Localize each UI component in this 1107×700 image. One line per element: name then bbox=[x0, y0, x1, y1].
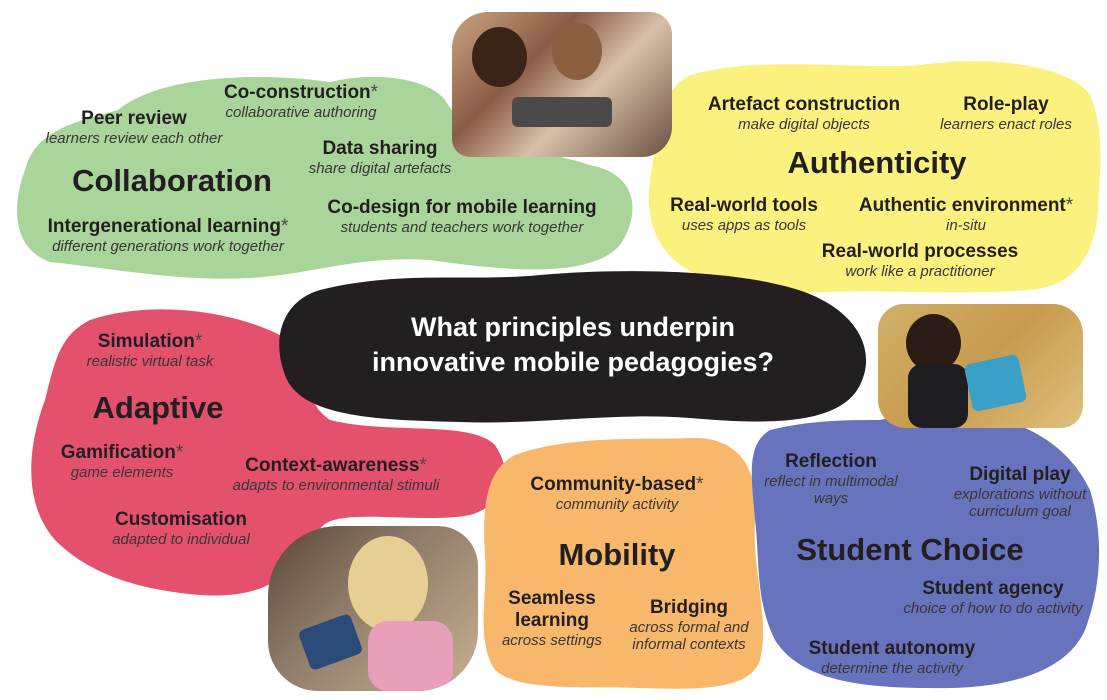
mobility-blob bbox=[483, 437, 764, 689]
data-sharing-item: Data sharing share digital artefacts bbox=[309, 138, 452, 177]
photo-girl-tablet bbox=[268, 526, 478, 691]
reflection-item: Reflection reflect in multimodal ways bbox=[764, 451, 899, 507]
real-world-processes-name: Real-world processes bbox=[821, 241, 1019, 262]
customisation-item: Customisation adapted to individual bbox=[112, 509, 250, 548]
seamless-learning-desc: across settings bbox=[501, 631, 603, 649]
authentic-environment-desc: in-situ bbox=[945, 216, 986, 234]
intergenerational-item: Intergenerational learning* different ge… bbox=[48, 216, 289, 255]
digital-play-name: Digital play bbox=[969, 464, 1071, 485]
intergenerational-desc: different generations work together bbox=[52, 237, 284, 255]
real-world-processes-desc: work like a practitioner bbox=[845, 262, 995, 280]
gamification-asterisk: * bbox=[175, 442, 184, 463]
peer-review-desc: learners review each other bbox=[45, 129, 223, 147]
student-agency-name: Student agency bbox=[922, 578, 1064, 599]
customisation-name: Customisation bbox=[115, 509, 247, 530]
data-sharing-name: Data sharing bbox=[322, 138, 438, 159]
community-based-asterisk: * bbox=[696, 474, 704, 495]
co-design-desc: students and teachers work together bbox=[340, 218, 584, 236]
simulation-item: Simulation* realistic virtual task bbox=[87, 331, 214, 370]
bridging-desc: across formal and informal contexts bbox=[629, 618, 749, 654]
reflection-name: Reflection bbox=[785, 451, 877, 472]
context-awareness-name: Context-awareness bbox=[245, 455, 420, 476]
authentic-environment-asterisk: * bbox=[1065, 195, 1074, 216]
seamless-learning-name: Seamless learning bbox=[508, 588, 596, 631]
digital-play-desc: explorations without curriculum goal bbox=[953, 485, 1087, 521]
center-question-line2: innovative mobile pedagogies? bbox=[371, 347, 775, 378]
student-choice-title: Student Choice bbox=[796, 532, 1024, 567]
gamification-name: Gamification bbox=[60, 442, 176, 463]
student-agency-item: Student agency choice of how to do activ… bbox=[903, 578, 1082, 617]
student-autonomy-item: Student autonomy determine the activity bbox=[809, 638, 976, 677]
co-design-name: Co-design for mobile learning bbox=[327, 197, 597, 218]
intergenerational-name: Intergenerational learning bbox=[47, 216, 281, 237]
customisation-desc: adapted to individual bbox=[112, 530, 250, 548]
real-world-tools-item: Real-world tools uses apps as tools bbox=[670, 195, 818, 234]
authentic-environment-item: Authentic environment* in-situ bbox=[859, 195, 1073, 234]
context-awareness-asterisk: * bbox=[419, 455, 427, 476]
role-play-desc: learners enact roles bbox=[940, 115, 1072, 133]
center-question-line1: What principles underpin bbox=[410, 312, 736, 342]
gamification-item: Gamification* game elements bbox=[61, 442, 183, 481]
community-based-name: Community-based bbox=[530, 474, 697, 495]
role-play-name: Role-play bbox=[963, 94, 1049, 115]
adaptive-title: Adaptive bbox=[92, 390, 224, 425]
co-construction-asterisk: * bbox=[370, 82, 379, 103]
seamless-learning-item: Seamless learning across settings bbox=[495, 588, 610, 649]
reflection-desc: reflect in multimodal ways bbox=[764, 472, 898, 508]
photo-students-group bbox=[452, 12, 672, 157]
student-autonomy-desc: determine the activity bbox=[821, 659, 963, 677]
bridging-name: Bridging bbox=[649, 597, 729, 618]
student-agency-desc: choice of how to do activity bbox=[903, 599, 1083, 617]
photo-child-tablet bbox=[878, 304, 1083, 428]
peer-review-name: Peer review bbox=[81, 108, 187, 129]
real-world-tools-desc: uses apps as tools bbox=[681, 216, 807, 234]
collaboration-title: Collaboration bbox=[72, 163, 272, 198]
artefact-construction-name: Artefact construction bbox=[707, 94, 901, 115]
artefact-construction-item: Artefact construction make digital objec… bbox=[708, 94, 900, 133]
role-play-item: Role-play learners enact roles bbox=[940, 94, 1072, 133]
adaptive-blob bbox=[31, 309, 506, 596]
gamification-desc: game elements bbox=[70, 463, 174, 481]
student-autonomy-name: Student autonomy bbox=[808, 638, 976, 659]
center-question: What principles underpin innovative mobi… bbox=[372, 310, 774, 380]
collaboration-blob bbox=[17, 76, 633, 279]
center-blob bbox=[279, 271, 867, 423]
artefact-construction-desc: make digital objects bbox=[738, 115, 870, 133]
simulation-desc: realistic virtual task bbox=[86, 352, 214, 370]
bridging-item: Bridging across formal and informal cont… bbox=[619, 597, 759, 653]
authentic-environment-name: Authentic environment bbox=[858, 195, 1066, 216]
peer-review-item: Peer review learners review each other bbox=[46, 108, 223, 147]
co-construction-item: Co-construction* collaborative authoring bbox=[224, 82, 378, 121]
community-based-item: Community-based* community activity bbox=[530, 474, 703, 513]
simulation-name: Simulation bbox=[97, 331, 195, 352]
real-world-processes-item: Real-world processes work like a practit… bbox=[822, 241, 1018, 280]
authenticity-blob bbox=[648, 61, 1101, 293]
co-construction-desc: collaborative authoring bbox=[225, 103, 377, 121]
student-choice-blob bbox=[751, 407, 1100, 689]
data-sharing-desc: share digital artefacts bbox=[308, 159, 452, 177]
co-design-item: Co-design for mobile learning students a… bbox=[327, 197, 596, 236]
simulation-asterisk: * bbox=[194, 331, 203, 352]
context-awareness-desc: adapts to environmental stimuli bbox=[232, 476, 440, 494]
authenticity-title: Authenticity bbox=[787, 145, 967, 180]
context-awareness-item: Context-awareness* adapts to environment… bbox=[233, 455, 440, 494]
mobility-title: Mobility bbox=[558, 537, 676, 572]
co-construction-name: Co-construction bbox=[223, 82, 371, 103]
intergenerational-asterisk: * bbox=[280, 216, 289, 237]
community-based-desc: community activity bbox=[555, 495, 679, 513]
digital-play-item: Digital play explorations without curric… bbox=[950, 464, 1090, 520]
real-world-tools-name: Real-world tools bbox=[670, 195, 818, 216]
